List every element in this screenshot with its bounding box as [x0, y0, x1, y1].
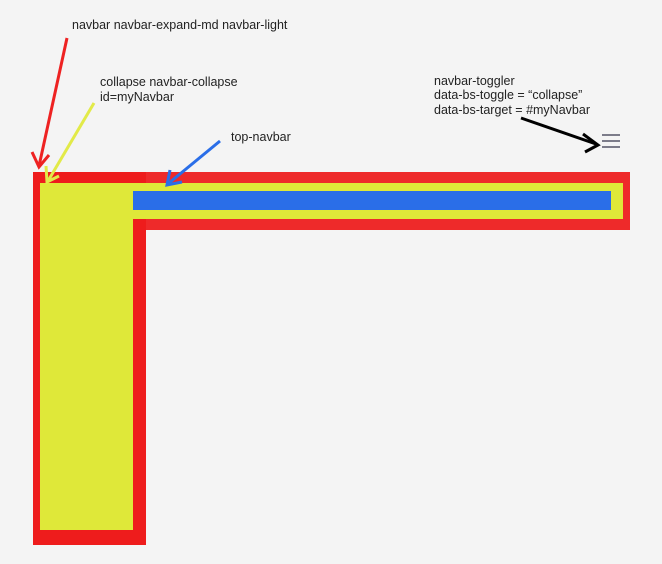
collapse-left-column: [40, 183, 133, 530]
collapse-region: [40, 183, 623, 530]
toggler-label-line2: data-bs-toggle = “collapse”: [434, 88, 583, 102]
arrow-to-toggler: [520, 116, 601, 154]
top-navbar-label: top-navbar: [231, 130, 291, 144]
arrow-to-navbar: [30, 37, 69, 170]
arrow-to-collapse: [44, 102, 96, 185]
toggler-label-line3: data-bs-target = #myNavbar: [434, 103, 590, 117]
collapse-label-line2: id=myNavbar: [100, 90, 174, 104]
hamburger-menu-icon[interactable]: [602, 134, 620, 148]
navbar-label: navbar navbar-expand-md navbar-light: [72, 18, 288, 32]
top-navbar-bar: [133, 191, 611, 210]
collapse-label-line1: collapse navbar-collapse: [100, 75, 238, 89]
arrow-to-top-navbar: [165, 139, 221, 187]
toggler-label-line1: navbar-toggler: [434, 74, 515, 88]
